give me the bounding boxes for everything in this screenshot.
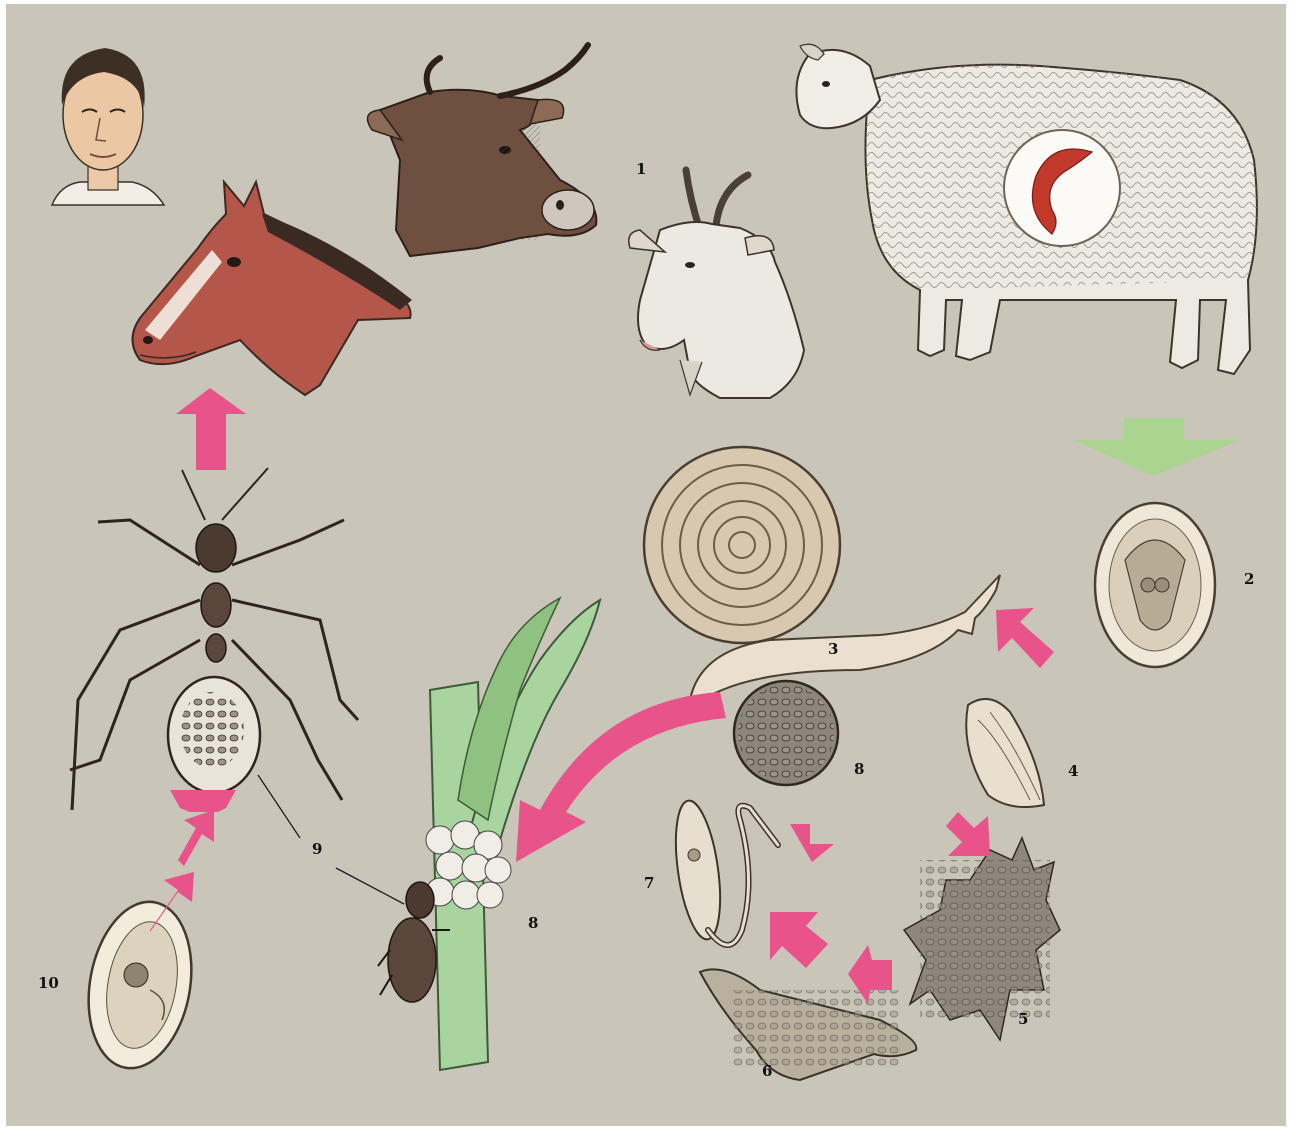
label-8-grass: 8 bbox=[528, 916, 538, 931]
label-6: 6 bbox=[762, 1064, 772, 1079]
slime-ball-stage-8-icon bbox=[734, 681, 838, 785]
arrow-ant-to-horse bbox=[176, 388, 246, 470]
liver-fluke-inset-icon bbox=[1004, 130, 1120, 246]
cercaria-stage-7-icon bbox=[668, 798, 778, 945]
arrow-cercaria-to-slime bbox=[790, 824, 834, 862]
arrow-egg-to-snail bbox=[996, 608, 1054, 668]
label-5: 5 bbox=[1018, 1012, 1028, 1027]
label-10: 10 bbox=[38, 976, 59, 991]
label-9: 9 bbox=[312, 842, 322, 857]
sporocyst-stage-5-icon bbox=[904, 838, 1060, 1040]
label-2: 2 bbox=[1244, 572, 1254, 587]
arrow-miracidium-to-sporocyst bbox=[946, 812, 990, 856]
grass-blade-icon bbox=[378, 598, 600, 1070]
egg-stage-2-icon bbox=[1095, 503, 1215, 667]
horse-head-icon bbox=[133, 182, 413, 395]
cow-head-icon bbox=[368, 45, 597, 256]
miracidium-stage-4-icon bbox=[966, 699, 1044, 807]
green-transfer-arrow bbox=[1074, 418, 1240, 476]
goat-head-icon bbox=[629, 170, 804, 398]
label-7: 7 bbox=[644, 876, 654, 891]
label-4: 4 bbox=[1068, 764, 1078, 779]
label-8-slime: 8 bbox=[854, 762, 864, 777]
snail-stage-3-icon bbox=[644, 447, 1000, 700]
ant-stage-9-icon bbox=[70, 468, 358, 810]
label-1: 1 bbox=[636, 162, 646, 177]
egg-stage-10-icon bbox=[76, 894, 204, 1077]
arrow-redia-to-cercaria bbox=[770, 912, 828, 968]
label-3: 3 bbox=[828, 642, 838, 657]
human-head-icon bbox=[52, 48, 164, 205]
leader-lines-9 bbox=[258, 775, 404, 904]
